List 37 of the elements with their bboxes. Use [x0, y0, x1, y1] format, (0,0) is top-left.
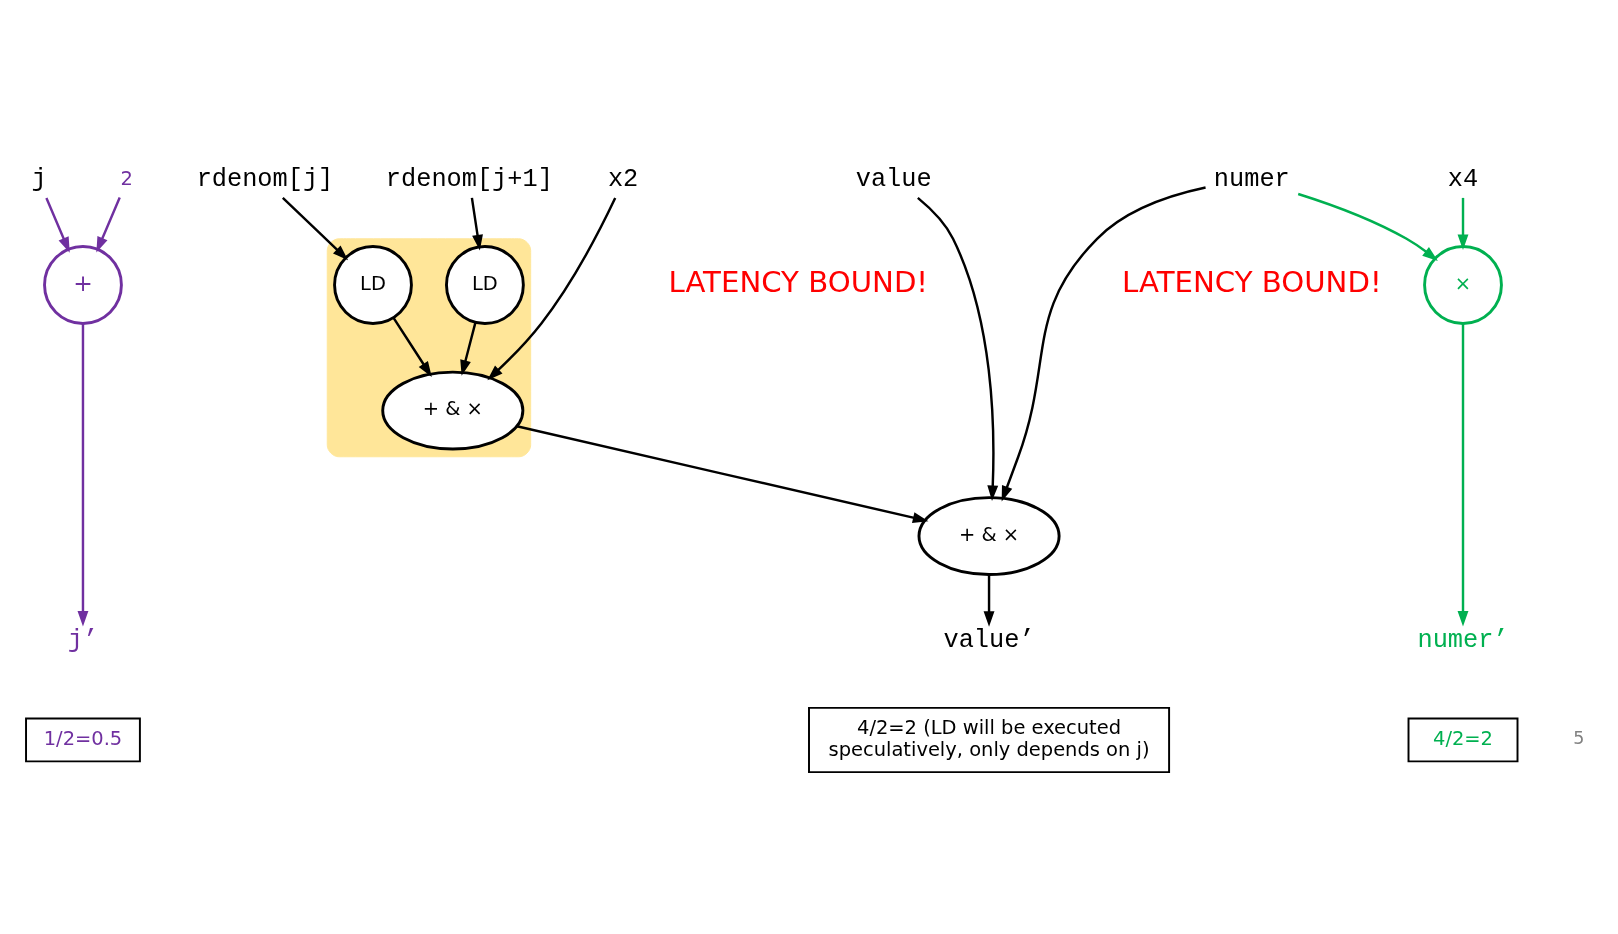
- arrow: [45, 197, 70, 253]
- arrow: [1297, 192, 1438, 261]
- label: LATENCY BOUND!: [1122, 265, 1382, 300]
- arrow: [77, 323, 89, 627]
- node-box: 4/2=2 (LD will be executed speculatively, only depends on j): [808, 706, 1171, 774]
- node-box: 1/2=0.5: [25, 717, 141, 763]
- arrow: [1001, 186, 1206, 502]
- arrow: [983, 574, 995, 627]
- arrow: [281, 197, 349, 261]
- node-text: value: [855, 165, 932, 195]
- arrow: [96, 196, 121, 253]
- node-circle: LD: [445, 245, 525, 325]
- node-ellipse: + & ×: [917, 496, 1061, 576]
- node-text: x2: [607, 165, 639, 195]
- node-text: rdenom[j]: [196, 165, 334, 195]
- node-circle: +: [43, 245, 123, 325]
- node-text: numer: [1213, 165, 1290, 195]
- node-text: 2: [120, 166, 133, 190]
- arrow: [917, 197, 999, 501]
- arrow: [1457, 323, 1469, 627]
- cluster: [326, 238, 532, 458]
- arrow: [392, 317, 432, 378]
- label: 5: [1573, 728, 1585, 749]
- node-text: rdenom[j+1]: [385, 165, 553, 195]
- node-text: j’: [67, 626, 99, 656]
- arrow: [470, 197, 483, 251]
- node-text: j: [31, 165, 47, 195]
- node-text: x4: [1447, 165, 1479, 195]
- node-ellipse: + & ×: [381, 370, 525, 451]
- arrow: [487, 197, 617, 381]
- arrow: [1457, 197, 1469, 251]
- node-box: 4/2=2: [1407, 717, 1519, 763]
- node-text: numer’: [1417, 626, 1509, 656]
- arrow: [460, 322, 477, 376]
- node-text: value’: [943, 626, 1035, 656]
- label: LATENCY BOUND!: [668, 265, 929, 300]
- arrow: [516, 425, 929, 523]
